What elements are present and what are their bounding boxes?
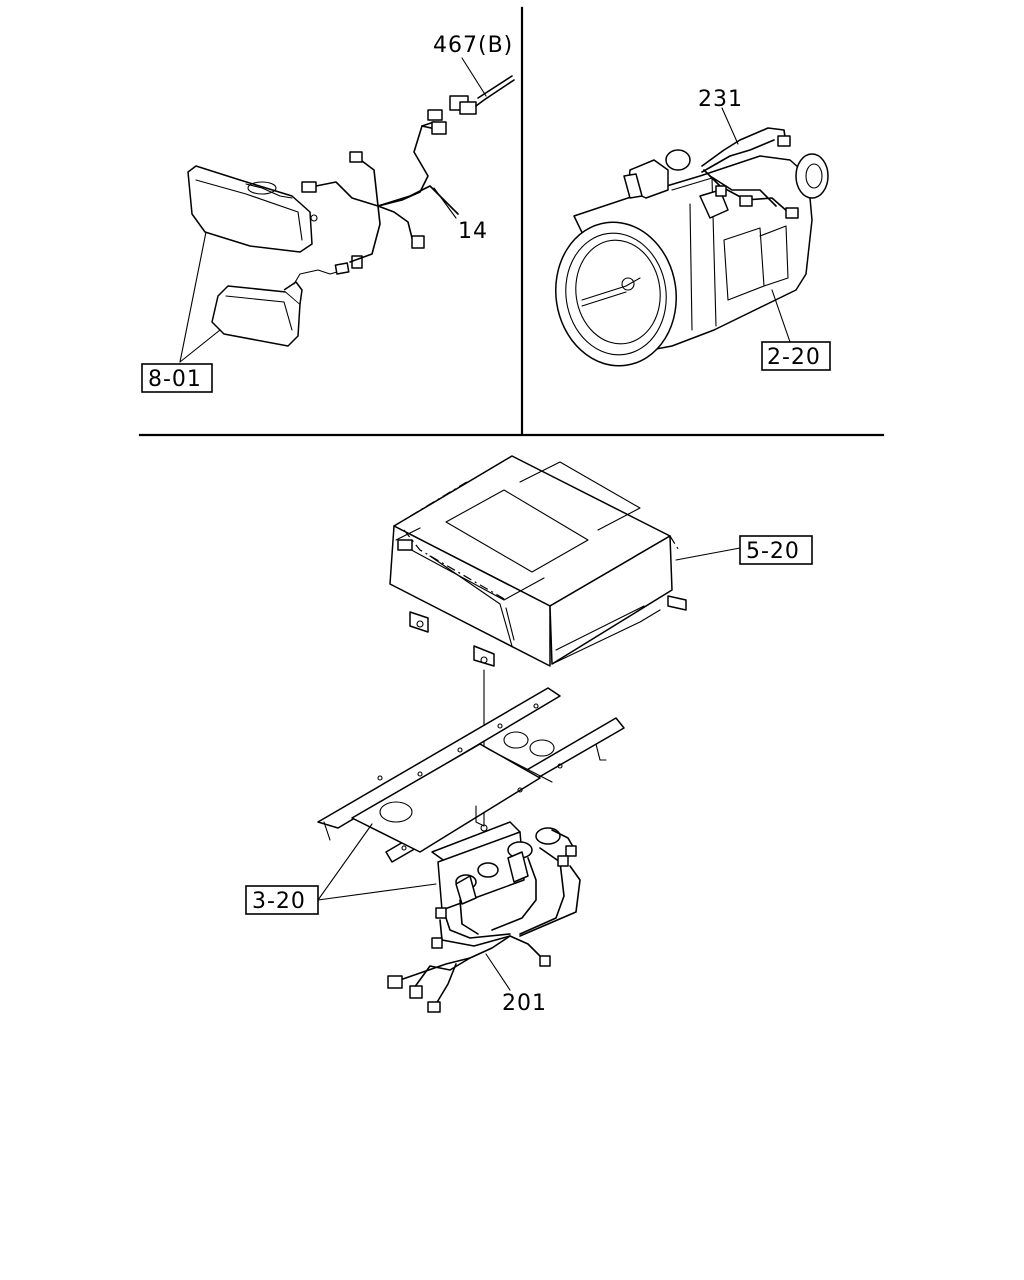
upper-lamp[interactable] bbox=[187, 165, 313, 253]
callout-box-520 bbox=[739, 535, 813, 565]
control-unit-group bbox=[389, 455, 741, 667]
connector bbox=[301, 181, 317, 193]
callout-467b: 467(B) bbox=[433, 33, 513, 58]
callout-box-220 bbox=[761, 341, 831, 371]
callout-box-320 bbox=[245, 885, 319, 915]
callout-231: 231 bbox=[698, 87, 743, 112]
callout-box-801 bbox=[141, 363, 213, 393]
lower-lamp[interactable] bbox=[211, 285, 301, 347]
transmission-group bbox=[547, 107, 829, 373]
callout-201: 201 bbox=[502, 991, 547, 1016]
callout-220: 2-20 bbox=[767, 345, 821, 370]
bracket-upper-rail[interactable] bbox=[317, 687, 561, 829]
callout-520: 5-20 bbox=[746, 539, 800, 564]
callout-801: 8-01 bbox=[148, 367, 202, 392]
bracket-group bbox=[317, 687, 625, 863]
callout-320: 3-20 bbox=[252, 889, 306, 914]
lamp-harness-group bbox=[179, 57, 515, 363]
valve-harness-group bbox=[317, 821, 581, 1013]
callout-14: 14 bbox=[458, 219, 488, 244]
bell-housing[interactable] bbox=[547, 214, 686, 373]
